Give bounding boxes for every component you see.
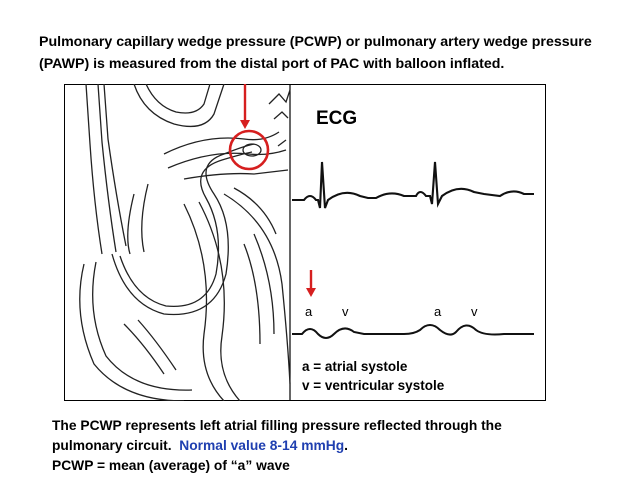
normal-value-highlight: Normal value 8-14 mmHg: [179, 438, 345, 453]
wave-label-a1: a: [305, 304, 313, 319]
legend-a: a = atrial systole: [302, 359, 408, 374]
wave-label-v1: v: [342, 304, 349, 319]
red-arrow-a-wave: [306, 270, 316, 297]
wave-legend: a = atrial systole v = ventricular systo…: [302, 357, 444, 395]
legend-v: v = ventricular systole: [302, 378, 445, 393]
footer-line-2: pulmonary circuit. Normal value 8-14 mmH…: [52, 436, 502, 456]
red-arrow-balloon: [240, 84, 250, 129]
balloon-icon: [242, 143, 262, 157]
figure-frame: [64, 84, 546, 401]
slide-title: Pulmonary capillary wedge pressure (PCWP…: [39, 31, 609, 75]
title-line-1: Pulmonary capillary wedge pressure (PCWP…: [39, 34, 592, 50]
wave-label-a2: a: [434, 304, 442, 319]
ecg-label: ECG: [316, 108, 357, 129]
title-line-2: (PAWP) is measured from the distal port …: [39, 56, 505, 72]
footer-line-1: The PCWP represents left atrial filling …: [52, 418, 502, 433]
footer-text: The PCWP represents left atrial filling …: [52, 416, 502, 476]
balloon-highlight-circle: [228, 129, 270, 171]
footer-line-3: PCWP = mean (average) of “a” wave: [52, 458, 290, 473]
pcwp-figure: ECG a v a v: [64, 84, 546, 401]
pcwp-waveform: [292, 324, 534, 339]
wave-label-v2: v: [471, 304, 478, 319]
footer-line-2-prefix: pulmonary circuit.: [52, 438, 180, 453]
footer-line-2-suffix: .: [344, 438, 348, 453]
heart-illustration: [79, 84, 291, 401]
ecg-trace: [292, 161, 534, 209]
